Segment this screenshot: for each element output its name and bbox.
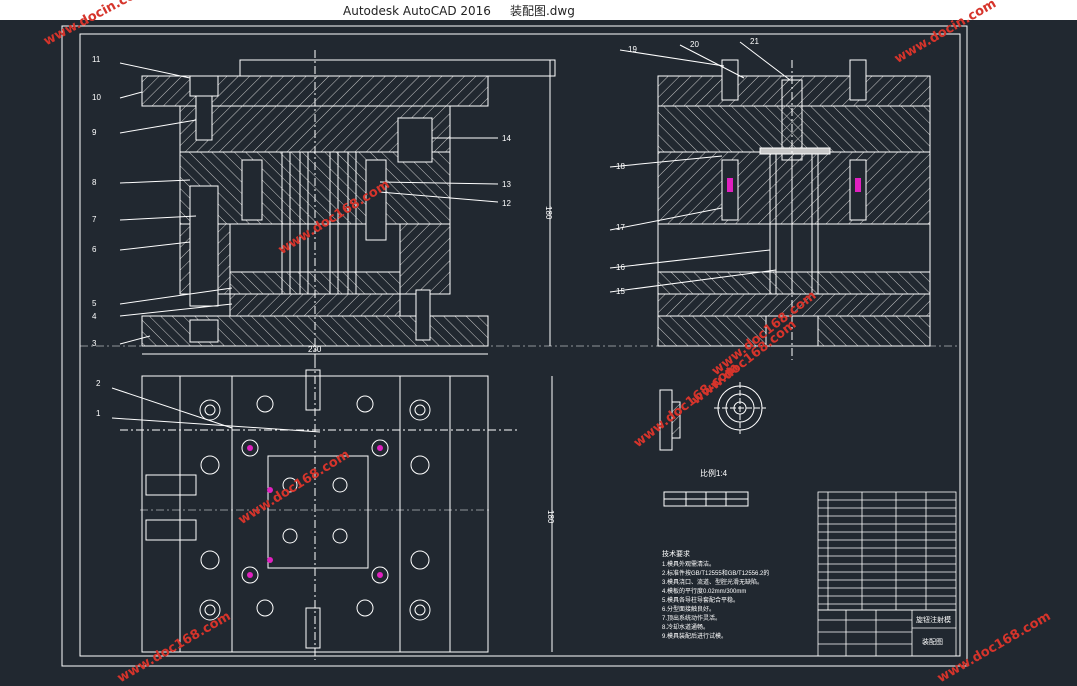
plan-view [120,360,553,660]
part-label: 14 [502,134,511,143]
tech-title: 技术要求 [662,549,690,558]
part-label: 5 [92,299,97,308]
accent-mark [377,445,383,451]
outer-frame [61,25,968,667]
title-bar: Autodesk AutoCAD 2016 装配图.dwg [0,0,1077,20]
left-section-view [80,50,960,360]
part-label: 10 [92,93,101,102]
tech-note: 7.顶出系统动作灵活。 [662,614,721,622]
part-label: 4 [92,312,97,321]
part-label: 9 [92,128,97,137]
window-title: Autodesk AutoCAD 2016 装配图.dwg [343,4,575,18]
detail-view [659,382,766,451]
part-label: 19 [628,45,637,54]
accent-mark [247,445,253,451]
tech-notes: 技术要求 1.模具外观需清洁。 2.标准件按GB/T12555和GB/T1255… [662,549,769,640]
accent-mark [247,572,253,578]
part-label: 1 [96,409,101,418]
tech-note: 6.分型面接触良好。 [662,605,715,613]
spec-table [663,491,749,507]
tech-note: 1.模具外观需清洁。 [662,560,715,568]
part-label: 16 [616,263,625,272]
accent-mark [727,178,733,192]
title-block-drawing: 装配图 [922,637,943,646]
parts-list [817,491,957,611]
part-label: 11 [92,55,101,64]
dimension-width: 230 [308,345,322,354]
part-label: 7 [92,215,97,224]
part-label: 8 [92,178,97,187]
part-label: 17 [616,223,625,232]
part-label: 18 [616,162,625,171]
tech-note: 9.模具装配后进行试模。 [662,632,727,640]
tech-note: 8.冷却水道通畅。 [662,623,709,631]
accent-mark [267,487,273,493]
tech-note: 3.模具浇口、流道、型腔光滑无缺陷。 [662,578,763,586]
accent-mark [267,557,273,563]
detail-scale: 比例1:4 [700,468,728,478]
accent-mark [855,178,861,192]
drawing-canvas[interactable]: 11 10 9 8 7 6 5 4 3 14 13 12 230 180 [0,20,1077,675]
part-label: 3 [92,339,97,348]
dimension-height: 180 [544,206,553,220]
part-label: 15 [616,287,625,296]
part-label: 13 [502,180,511,189]
title-block-name: 旋钮注射模 [916,615,951,624]
dimension-height-plan: 180 [546,510,555,524]
tech-note: 2.标准件按GB/T12555和GB/T12556.2的 [662,569,769,577]
inner-frame [79,33,961,657]
part-label: 20 [690,40,699,49]
part-label: 2 [96,379,101,388]
tech-note: 5.模具各导柱导套配合平稳。 [662,596,739,604]
accent-mark [377,572,383,578]
part-label: 12 [502,199,511,208]
title-block [817,609,957,657]
right-section-view [609,41,931,360]
part-label: 21 [750,37,759,46]
part-label: 6 [92,245,97,254]
tech-note: 4.模板的平行度0.02mm/300mm [662,587,746,595]
